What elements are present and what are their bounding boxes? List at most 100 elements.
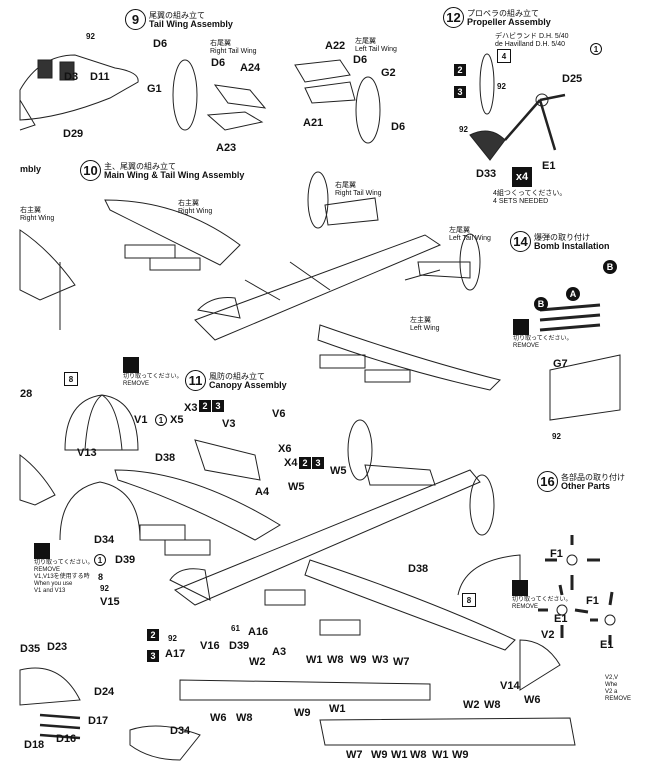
part-label: W1 [432, 749, 449, 761]
part-label: D16 [56, 733, 77, 745]
x4-badge: x4 [512, 167, 532, 187]
qty-marker: 2 [453, 64, 466, 77]
remove-note-bomb: 切り取ってください。REMOVE [513, 319, 573, 350]
step-16-header: 16 各部品の取り付け Other Parts [537, 471, 625, 492]
part-label: E1 [554, 613, 568, 625]
part-label: 28 [20, 388, 33, 400]
part-label: A4 [255, 486, 270, 498]
cut-icon [512, 580, 528, 596]
part-label: F1 [586, 595, 599, 607]
step-title-en: Tail Wing Assembly [149, 18, 233, 29]
part-label: G2 [381, 67, 396, 79]
part-label: W1 [306, 654, 323, 666]
step-number: 10 [80, 160, 101, 181]
step-9-header: 9 尾翼の組み立て Tail Wing Assembly [125, 9, 233, 30]
part-label: W1 [329, 703, 346, 715]
part-label: D38 [408, 563, 429, 575]
partial-step-label: mbly [20, 164, 42, 174]
part-label: W5 [330, 465, 347, 477]
prop-blade [479, 53, 495, 115]
part-label: D34 [94, 534, 115, 546]
right-wing-main [114, 469, 281, 541]
part-label: W9 [350, 654, 367, 666]
step-title-jp: プロペラの組み立て [467, 8, 539, 18]
fuselage-half-bottom [319, 717, 576, 746]
part-label: D17 [88, 715, 109, 727]
part-label: D38 [155, 452, 176, 464]
step-title-en: Canopy Assembly [209, 379, 287, 390]
step-title-jp: 尾翼の組み立て [149, 10, 205, 20]
fuselage-main [173, 469, 481, 606]
part-label: X5 [170, 414, 184, 426]
bomb-marker-b: B [534, 297, 548, 311]
part-label: 92 [100, 584, 109, 593]
part-label: W3 [372, 654, 389, 666]
qty-marker: 2 [146, 629, 159, 642]
part-label: D6 [153, 38, 168, 50]
part-label: D24 [94, 686, 115, 698]
tail-fin-left [355, 76, 381, 144]
part-label: 92 [168, 634, 177, 643]
step-14-header: 14 爆弾の取り付け Bomb Installation [510, 231, 610, 252]
part-label: V6 [272, 408, 286, 420]
part-label: V16 [200, 640, 220, 652]
part-label: W5 [288, 481, 305, 493]
part-label: D33 [476, 168, 497, 180]
part-label: W9 [371, 749, 388, 761]
part-label: D11 [90, 71, 110, 83]
part-label: A22 [325, 40, 346, 52]
part-label: D39 [229, 640, 250, 652]
qty-marker: 1 [94, 554, 106, 567]
left-wing-main [304, 559, 516, 651]
step-title-jp: 爆弾の取り付け [534, 232, 590, 242]
part-label: A24 [240, 62, 261, 74]
part-label: D35 [20, 643, 41, 655]
cut-icon [513, 319, 529, 335]
part-label: W8 [484, 699, 501, 711]
part-label: W8 [410, 749, 427, 761]
tail-fin-right [172, 59, 198, 131]
part-label: V15 [100, 596, 120, 608]
part-label: D23 [47, 641, 68, 653]
part-label: 92 [86, 32, 95, 41]
part-label: D34 [170, 725, 191, 737]
step-title-jp: 風防の組み立て [209, 371, 265, 381]
part-label: G7 [553, 358, 568, 370]
part-label: W7 [346, 749, 363, 761]
part-label: D6 [211, 57, 226, 69]
part-label: V13 [77, 447, 97, 459]
step-number: 16 [537, 471, 558, 492]
part-label: W1 [391, 749, 408, 761]
step-11-header: 11 風防の組み立て Canopy Assembly [185, 370, 287, 391]
fuselage-half-top [179, 679, 431, 701]
part-label: V2 [541, 629, 555, 641]
step-12-header: 12 プロペラの組み立て Propeller Assembly [443, 7, 551, 28]
part-label: A3 [272, 646, 287, 658]
part-label: D29 [63, 128, 84, 140]
part-label: W9 [294, 707, 311, 719]
qty-marker: 1 [590, 43, 602, 56]
qty-marker: 3 [453, 86, 466, 99]
cut-icon [123, 357, 139, 373]
sets-needed-note: 4組つくってください。4 SETS NEEDED [493, 190, 567, 205]
part-label: W6 [524, 694, 541, 706]
step-10-header: 10 主、尾翼の組み立て Main Wing & Tail Wing Assem… [80, 160, 244, 181]
part-label: D18 [24, 739, 45, 751]
step-number: 9 [125, 9, 146, 30]
remove-note-canopy: 切り取ってください。REMOVE [123, 357, 183, 388]
part-label: D6 [353, 54, 368, 66]
part-label: D39 [115, 554, 136, 566]
step-title-en: Main Wing & Tail Wing Assembly [104, 169, 245, 180]
canopy-dome-sketch [64, 394, 139, 451]
part-label: A21 [303, 117, 324, 129]
part-label: X6 [278, 443, 292, 455]
